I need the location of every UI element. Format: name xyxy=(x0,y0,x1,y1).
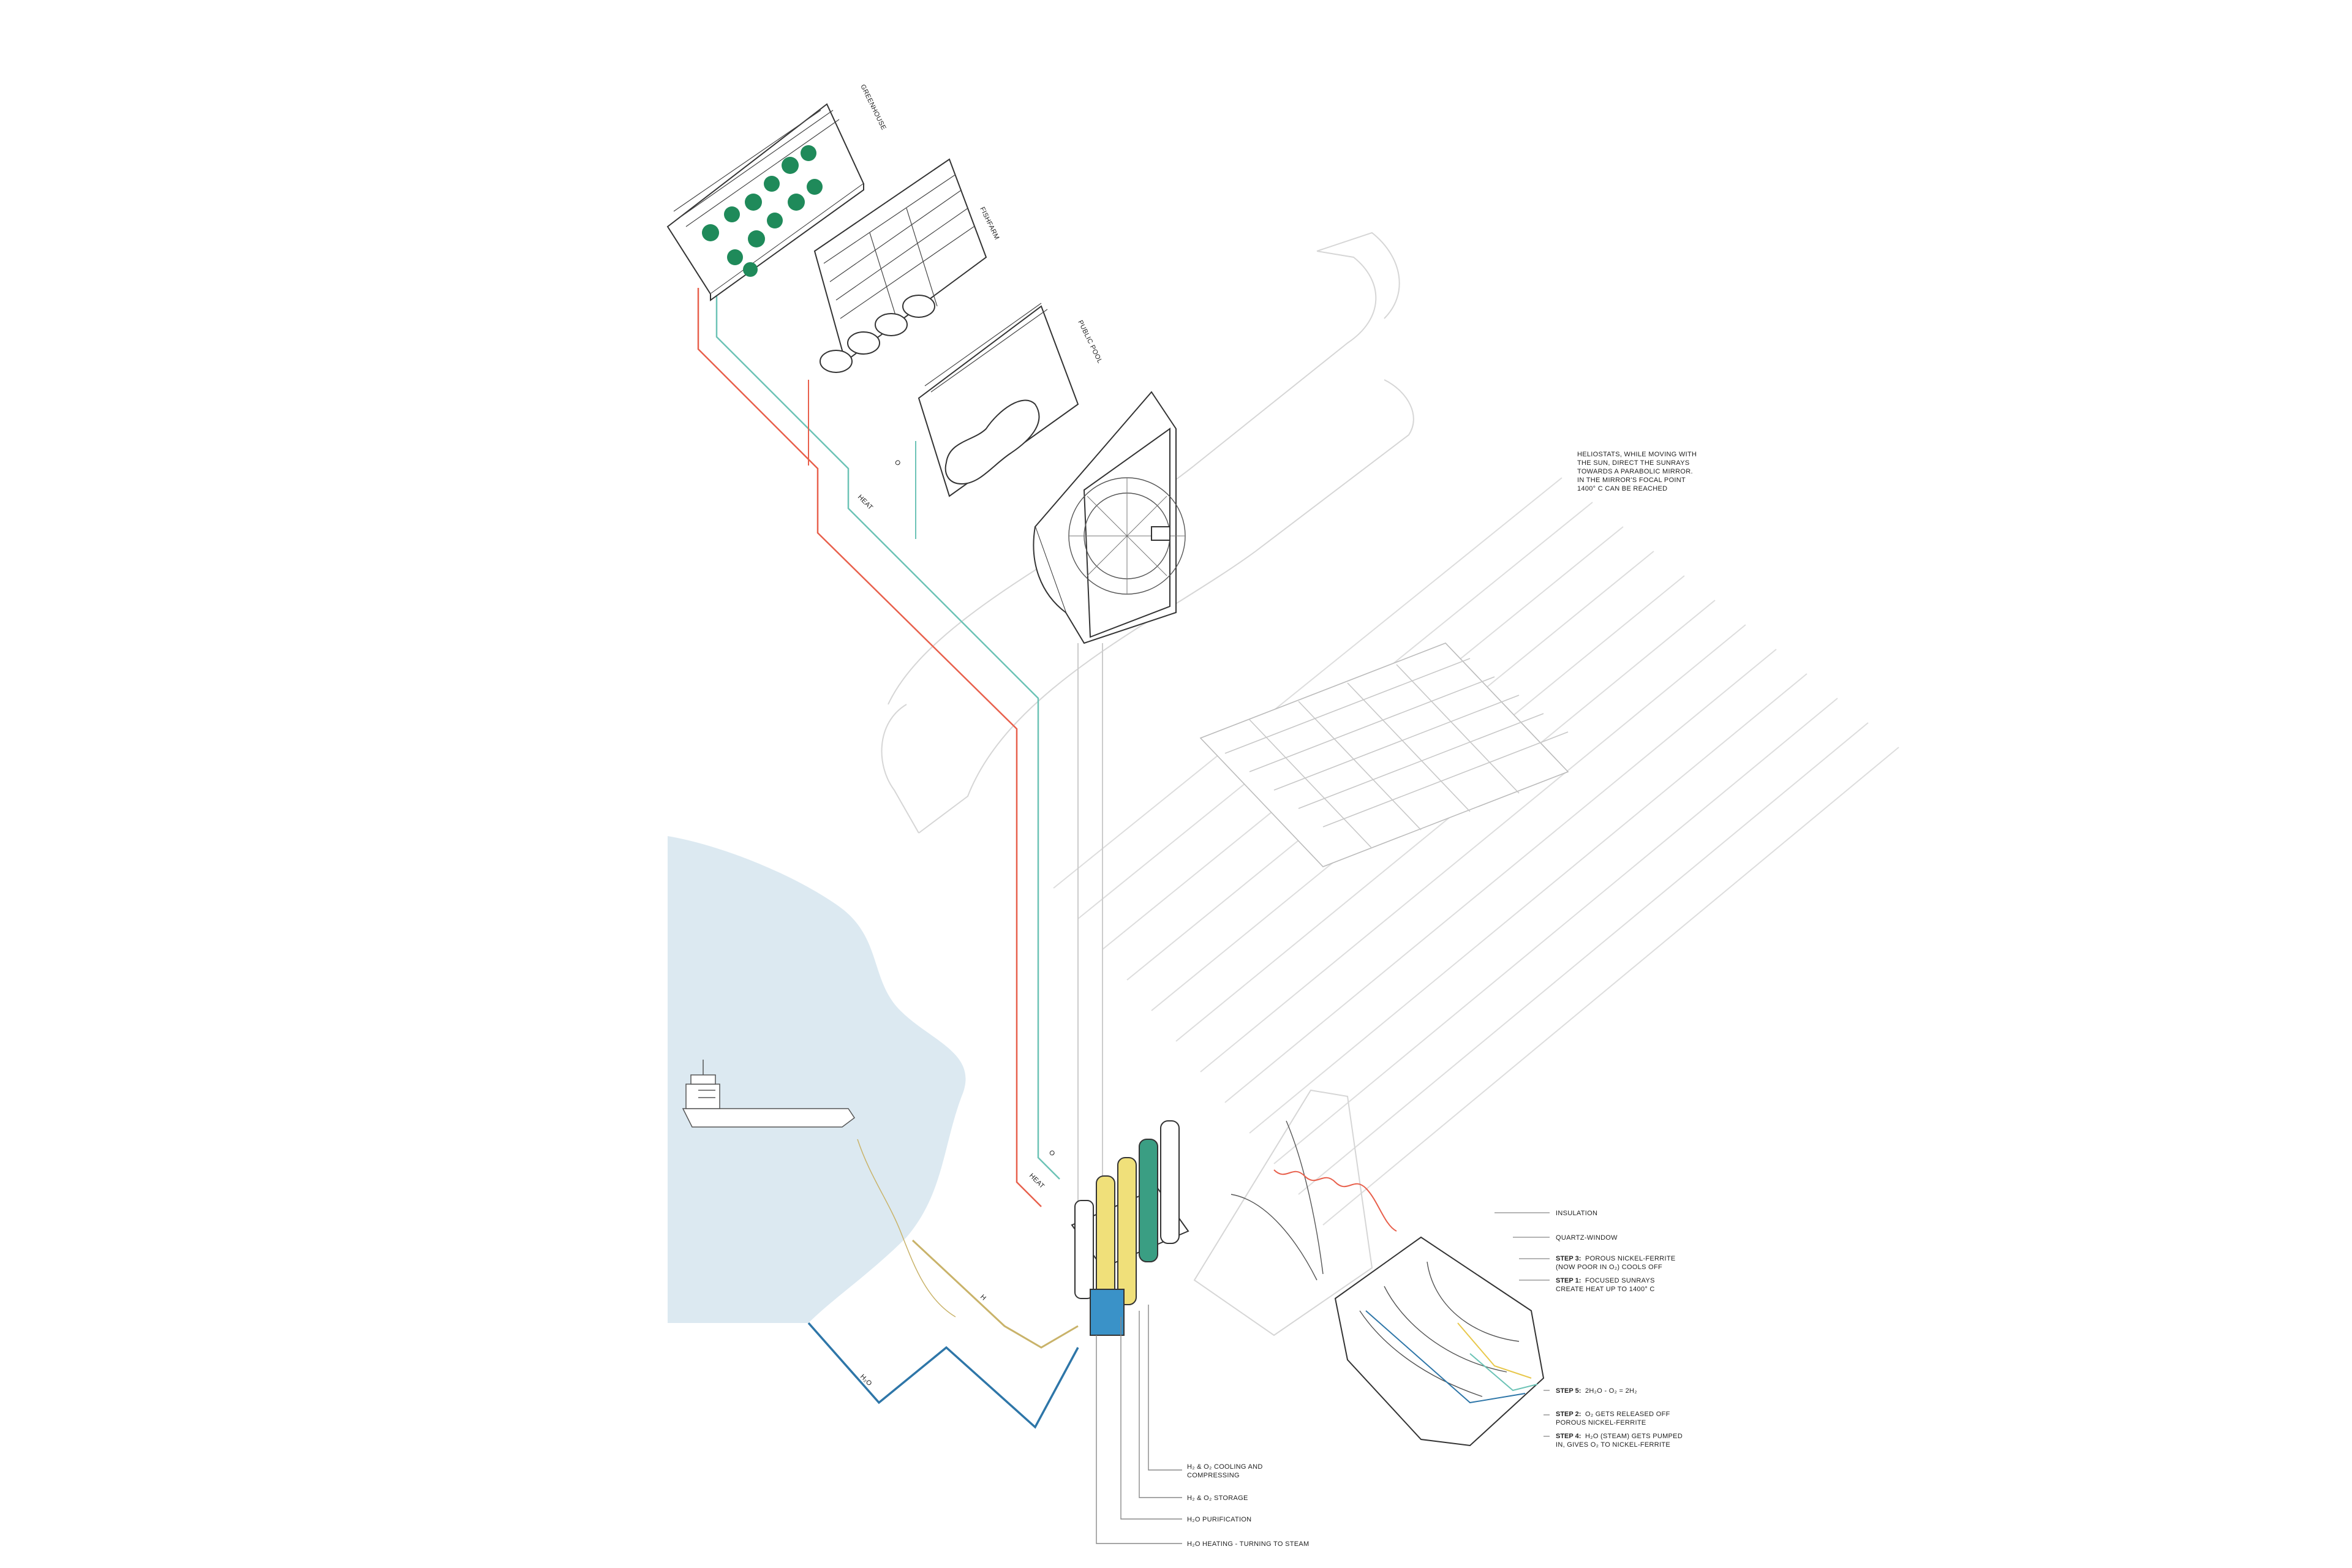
purification-unit xyxy=(1090,1289,1125,1336)
cooling-label-1: H₂ & O₂ COOLING AND xyxy=(1187,1463,1263,1471)
cargo-ship-icon xyxy=(682,1060,856,1128)
step1-text-2: CREATE HEAT UP TO 1400° C xyxy=(1556,1286,1655,1293)
fishfarm-label: FISHFARM xyxy=(978,206,1000,241)
solar-receiver xyxy=(1033,391,1186,644)
heliostat-note-line-4: IN THE MIRROR'S FOCAL POINT xyxy=(1577,477,1686,484)
heliostat-field xyxy=(1199,643,1569,867)
step4-title: STEP 4: xyxy=(1556,1433,1581,1440)
reactor-leader-lines xyxy=(1494,1212,1550,1437)
step3-text-1: POROUS NICKEL-FERRITE xyxy=(1585,1255,1675,1262)
ship-h2-route xyxy=(857,1139,956,1317)
processing-plant xyxy=(1071,1120,1189,1336)
heliostat-note-line-1: HELIOSTATS, WHILE MOVING WITH xyxy=(1577,451,1697,458)
step1-text-1: FOCUSED SUNRAYS xyxy=(1585,1277,1655,1284)
step5-text: 2H₂O - O₂ = 2H₂ xyxy=(1585,1387,1637,1395)
quartz-window-label: QUARTZ-WINDOW xyxy=(1556,1234,1618,1242)
heat-pipe xyxy=(697,288,1042,1207)
cooling-label-2: COMPRESSING xyxy=(1187,1472,1240,1479)
sun-rays xyxy=(1053,477,1899,1226)
step2-text-2: POROUS NICKEL-FERRITE xyxy=(1556,1419,1646,1427)
step1-title: STEP 1: xyxy=(1556,1277,1581,1284)
pool-label: PUBLIC POOL xyxy=(1076,319,1103,364)
heating-label: H₂O HEATING - TURNING TO STEAM xyxy=(1187,1540,1309,1548)
step2-text-1: O₂ GETS RELEASED OFF xyxy=(1585,1411,1670,1418)
reactor-detail xyxy=(1193,1089,1545,1447)
storage-label: H₂ & O₂ STORAGE xyxy=(1187,1494,1248,1502)
heliostat-note-line-3: TOWARDS A PARABOLIC MIRROR. xyxy=(1577,468,1693,475)
sea-area xyxy=(668,836,966,1323)
hydrogen-pipe xyxy=(911,1239,1079,1349)
step3-text-2: (NOW POOR IN O₂) COOLS OFF xyxy=(1556,1264,1662,1271)
heat-label-lower: HEAT xyxy=(1028,1172,1046,1191)
storage-tank-1 xyxy=(1096,1175,1115,1305)
step4-text-1: H₂O (STEAM) GETS PUMPED xyxy=(1585,1433,1683,1440)
water-pipe xyxy=(807,1322,1079,1429)
greenhouse-plants xyxy=(702,145,823,277)
oxygen-label-upper: O xyxy=(893,459,902,468)
plant-leader-lines xyxy=(1096,1305,1182,1544)
step4-text-2: IN, GIVES O₂ TO NICKEL-FERRITE xyxy=(1556,1441,1670,1449)
heliostat-note: HELIOSTATS, WHILE MOVING WITH THE SUN, D… xyxy=(1577,451,1697,492)
heat-label-upper: HEAT xyxy=(856,494,875,512)
heliostat-note-line-2: THE SUN, DIRECT THE SUNRAYS xyxy=(1577,459,1690,467)
step3-title: STEP 3: xyxy=(1556,1255,1581,1262)
heliostat-note-line-5: 1400° C CAN BE REACHED xyxy=(1577,485,1667,492)
purification-label: H₂O PURIFICATION xyxy=(1187,1516,1251,1523)
fishfarm-module xyxy=(813,158,987,373)
insulation-label: INSULATION xyxy=(1556,1210,1597,1217)
step5-title: STEP 5: xyxy=(1556,1387,1581,1395)
storage-tank-3 xyxy=(1139,1139,1158,1262)
step2-title: STEP 2: xyxy=(1556,1411,1581,1418)
greenhouse-label: GREENHOUSE xyxy=(859,83,887,131)
oxygen-pipe xyxy=(715,288,1060,1180)
water-label: H₂O xyxy=(859,1373,873,1388)
public-pool-module xyxy=(918,303,1079,497)
storage-tank-2 xyxy=(1117,1157,1137,1305)
tower-shaft xyxy=(1077,643,1103,1219)
oxygen-label-lower: O xyxy=(1047,1149,1057,1158)
hydrogen-label: H xyxy=(979,1293,987,1302)
